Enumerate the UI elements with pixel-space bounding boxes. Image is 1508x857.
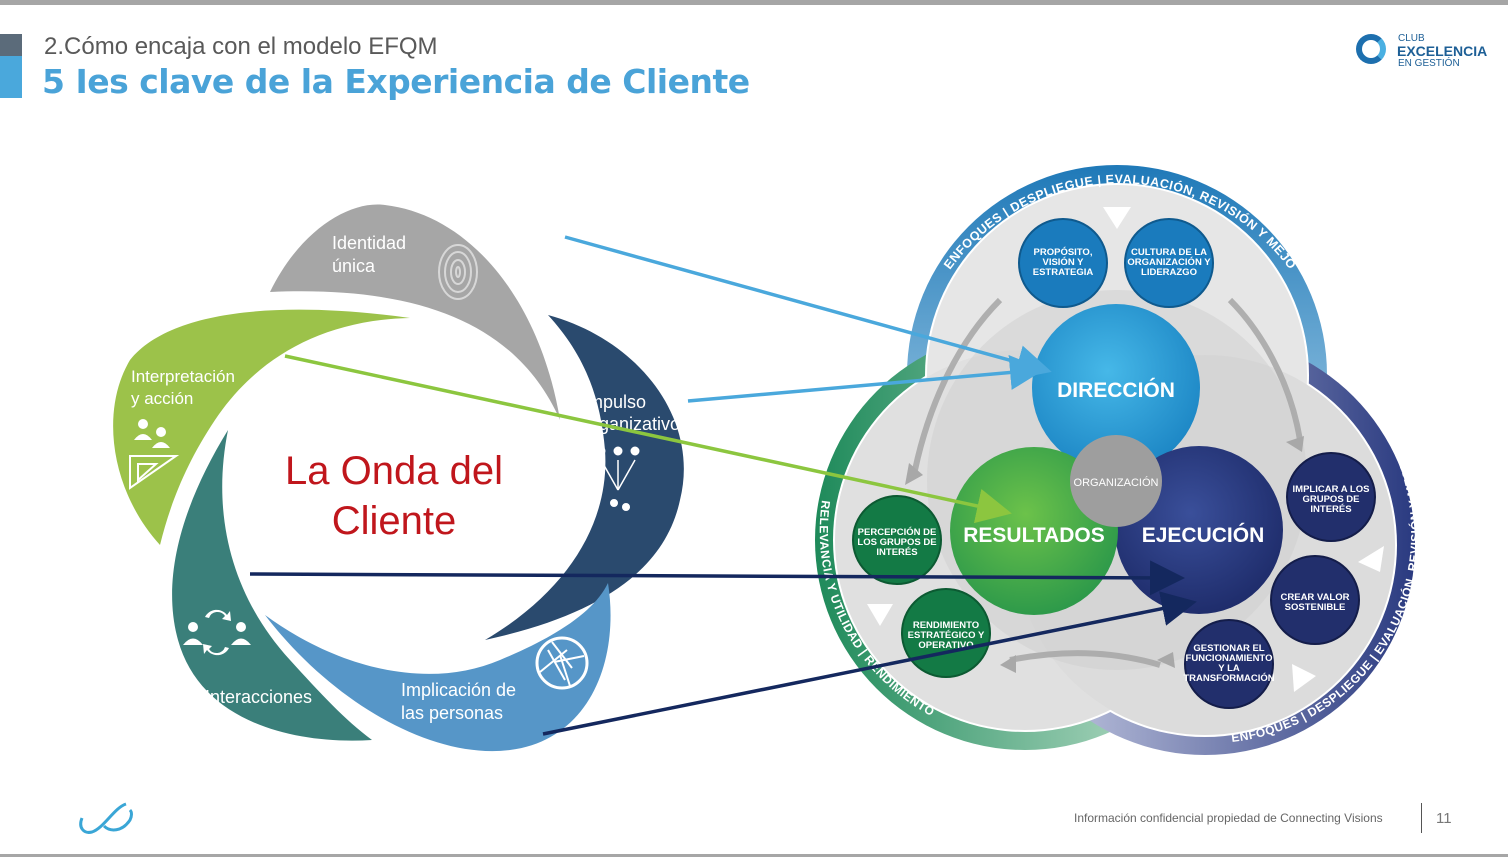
wave-center-title-1: La Onda del xyxy=(285,449,503,493)
node-implicar xyxy=(1286,452,1376,542)
logo-line2: EXCELENCIA xyxy=(1397,43,1488,59)
node-percepcion-l2: LOS GRUPOS DE xyxy=(857,537,936,548)
title-accent-dark xyxy=(0,34,22,56)
logo-line3: EN GESTIÓN xyxy=(1398,58,1460,69)
node-percepcion xyxy=(852,495,942,585)
bottom-border xyxy=(0,854,1508,857)
node-implicar-l2: GRUPOS DE xyxy=(1302,494,1359,505)
circle-direccion xyxy=(1032,304,1200,472)
title-accent-blue xyxy=(0,56,22,98)
logo-line1: CLUB xyxy=(1398,33,1425,44)
petal-label-impulso-1: Impulso xyxy=(583,392,646,412)
label-organizacion: ORGANIZACIÓN xyxy=(1074,476,1159,489)
label-ejecucion: EJECUCIÓN xyxy=(1142,523,1265,547)
petal-label-interacciones: Interacciones xyxy=(205,687,312,707)
cycle-arrows xyxy=(912,297,1303,668)
petal-label-implicacion-2: las personas xyxy=(401,703,503,723)
node-proposito xyxy=(1018,218,1108,308)
node-gestionar-l4: TRANSFORMACIÓN xyxy=(1183,672,1274,684)
node-percepcion-l1: PERCEPCIÓN DE xyxy=(858,526,937,538)
node-crear xyxy=(1270,555,1360,645)
ruler-triangle-icon xyxy=(129,455,180,490)
node-cultura-l3: LIDERAZGO xyxy=(1141,267,1197,278)
label-direccion: DIRECCIÓN xyxy=(1057,378,1175,402)
footer-separator xyxy=(1421,803,1422,833)
organization-network-icon xyxy=(596,446,640,511)
petal-label-impulso-2: organizativo xyxy=(583,414,680,434)
petal-label-interpretacion-1: Interpretación xyxy=(131,367,235,386)
node-implicar-l3: INTERÉS xyxy=(1310,504,1351,515)
club-logo-ring-icon xyxy=(1356,34,1386,64)
aperture-icon xyxy=(535,636,589,690)
customer-wave-diagram: Identidad única Impulso organizativo Imp… xyxy=(113,204,684,752)
fingerprint-icon xyxy=(438,244,478,300)
node-gestionar-l2: FUNCIONAMIENTO xyxy=(1186,653,1273,664)
label-resultados: RESULTADOS xyxy=(963,524,1105,547)
people-icon xyxy=(134,419,170,448)
petal-interacciones xyxy=(172,430,372,741)
petal-label-interpretacion-2: y acción xyxy=(131,389,193,408)
arrow-implicacion-to-ejecucion xyxy=(542,591,1197,736)
node-crear-l2: SOSTENIBLE xyxy=(1285,602,1346,613)
interactions-icon xyxy=(183,609,251,656)
node-rendimiento-l2: ESTRATÉGICO Y xyxy=(908,630,985,641)
node-cultura-l1: CULTURA DE LA xyxy=(1131,247,1207,258)
ring-triangles xyxy=(867,207,1384,692)
connector-arrows xyxy=(249,235,1197,736)
petal-label-identidad-2: única xyxy=(332,256,376,276)
petal-label-identidad-1: Identidad xyxy=(332,233,406,253)
page-number: 11 xyxy=(1436,810,1452,827)
footer-confidential: Información confidencial propiedad de Co… xyxy=(1074,811,1383,825)
petal-implicacion-personas xyxy=(265,583,611,752)
node-implicar-l1: IMPLICAR A LOS xyxy=(1293,484,1370,495)
node-rendimiento-l3: OPERATIVO xyxy=(918,640,973,651)
top-border xyxy=(0,0,1508,5)
petal-interpretacion-accion xyxy=(113,309,410,545)
slide-subtitle: 2.Cómo encaja con el modelo EFQM xyxy=(44,33,438,60)
arrow-interacciones-to-ejecucion xyxy=(249,560,1185,596)
node-gestionar xyxy=(1184,619,1274,709)
connecting-visions-logo xyxy=(79,802,133,834)
node-proposito-l1: PROPÓSITO, xyxy=(1034,246,1093,258)
wave-center-title-2: Cliente xyxy=(332,499,457,543)
node-proposito-l3: ESTRATEGIA xyxy=(1033,267,1094,278)
node-proposito-l2: VISIÓN Y xyxy=(1042,256,1084,268)
petal-impulso-organizativo xyxy=(485,315,684,640)
cycle-arrowheads xyxy=(905,436,1304,673)
node-gestionar-l3: Y LA xyxy=(1218,663,1240,674)
circle-organizacion xyxy=(1070,435,1162,527)
node-percepcion-l3: INTERÉS xyxy=(876,547,917,558)
petal-label-implicacion-1: Implicación de xyxy=(401,680,516,700)
club-excelencia-logo: CLUB EXCELENCIA EN GESTIÓN xyxy=(1356,33,1488,73)
node-crear-l1: CREAR VALOR xyxy=(1281,592,1350,603)
arrow-interpretacion-to-resultados xyxy=(284,354,1012,524)
arrow-impulso-to-direccion xyxy=(687,355,1045,403)
efqm-model-diagram: ENFOQUES | DESPLIEGUE | EVALUACIÓN, REVI… xyxy=(815,165,1415,755)
node-rendimiento xyxy=(901,588,991,678)
node-cultura-l2: ORGANIZACIÓN Y xyxy=(1127,256,1211,268)
petal-identidad-unica xyxy=(270,204,560,420)
slide-title: 5 Ies clave de la Experiencia de Cliente xyxy=(42,62,750,101)
node-cultura xyxy=(1124,218,1214,308)
arrow-identidad-to-direccion xyxy=(564,235,1052,380)
node-gestionar-l1: GESTIONAR EL xyxy=(1193,643,1264,654)
node-rendimiento-l1: RENDIMIENTO xyxy=(913,620,979,631)
